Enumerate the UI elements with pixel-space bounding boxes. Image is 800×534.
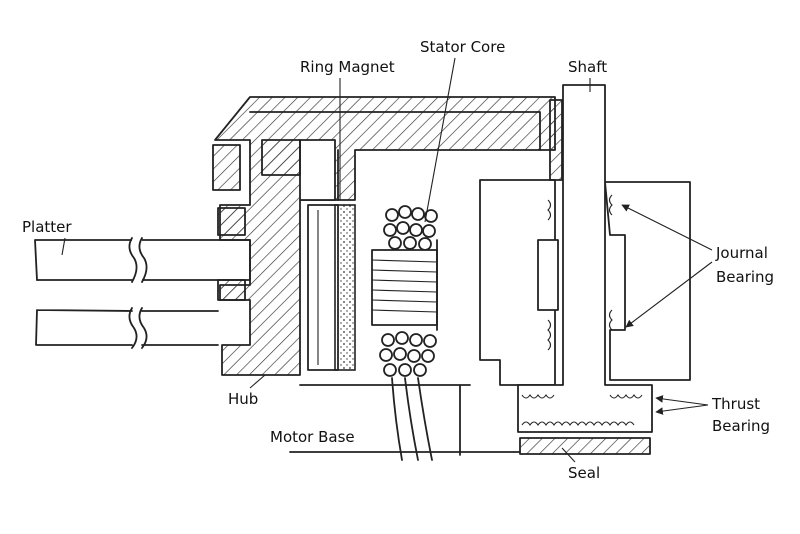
platter-upper (34, 237, 251, 283)
label-journal-bearing-line2: Bearing (716, 268, 775, 286)
hub (212, 96, 556, 376)
bearing-housing (299, 179, 691, 456)
label-thrust-bearing-line1: Thrust (712, 395, 761, 413)
label-shaft: Shaft (568, 58, 608, 76)
ring-magnet (307, 204, 356, 371)
label-stator-core: Stator Core (420, 38, 506, 56)
platter-lower (35, 307, 219, 349)
label-thrust-bearing-line2: Bearing (712, 417, 771, 435)
leader-lines (61, 57, 713, 463)
shaft (517, 84, 653, 433)
label-ring-magnet: Ring Magnet (300, 58, 395, 76)
label-journal-bearing-line1: Journal (716, 244, 768, 262)
label-platter: Platter (22, 218, 72, 236)
label-hub: Hub (228, 390, 259, 408)
seal (519, 437, 651, 455)
stator-core (371, 205, 438, 461)
label-motor-base: Motor Base (270, 428, 355, 446)
label-seal: Seal (568, 464, 601, 482)
